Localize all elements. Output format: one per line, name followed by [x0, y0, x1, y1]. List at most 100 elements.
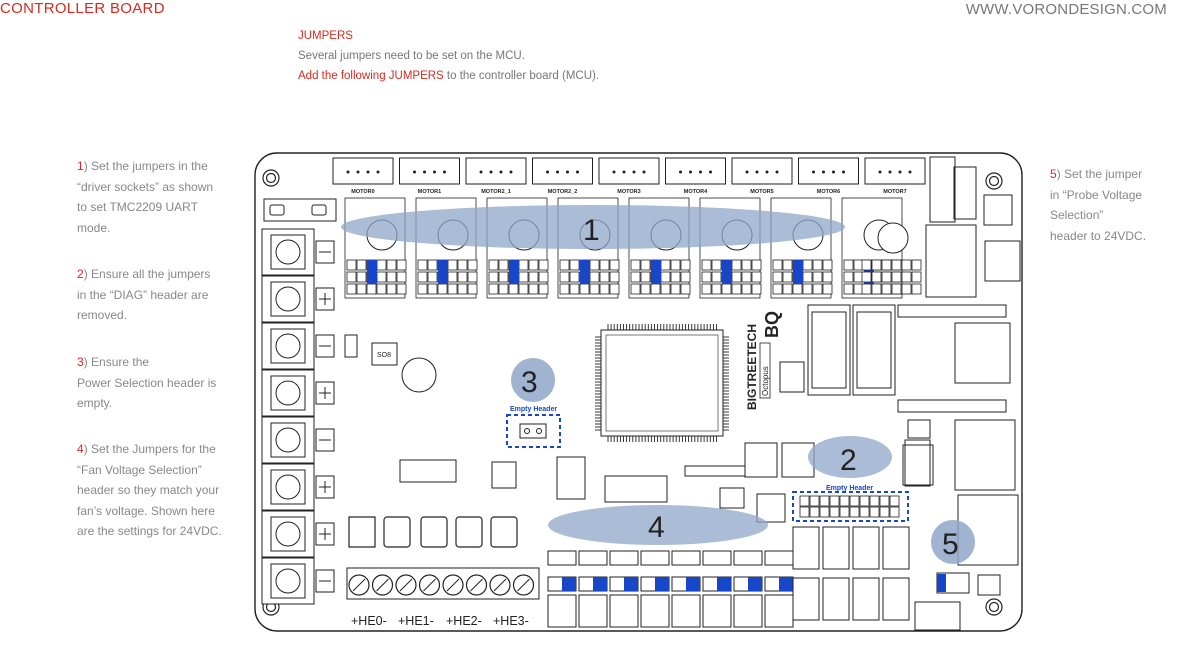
motor-pin	[878, 170, 882, 174]
jumper-pin	[701, 283, 712, 295]
terminal-cell	[261, 369, 315, 417]
marker-2: 2	[840, 444, 857, 477]
jumper-pin	[731, 271, 742, 283]
terminal-screw	[275, 521, 301, 547]
note-4: 4) Set the Jumpers for the “Fan Voltage …	[77, 439, 222, 542]
jumper-pin	[630, 259, 641, 271]
jumper-pin	[660, 271, 671, 283]
terminal-screw-box	[270, 281, 306, 317]
motor-pin	[842, 170, 845, 174]
motor-pin	[755, 170, 759, 174]
motor-pin	[499, 170, 503, 174]
motor-connector	[465, 157, 527, 185]
marker-circle-5	[931, 520, 975, 564]
left-terminal-column	[261, 228, 335, 605]
fan-voltage-header-top	[609, 550, 639, 566]
jumper-pin	[346, 259, 357, 271]
motor-pin	[822, 170, 825, 174]
jumper-pin	[843, 271, 854, 283]
website-url[interactable]: WWW.VORONDESIGN.COM	[965, 1, 1167, 18]
jumper-pin	[528, 283, 539, 295]
jumper-pin	[447, 271, 458, 283]
motor-pin	[566, 170, 569, 174]
fan-voltage-header-top	[640, 550, 670, 566]
jumper-pin	[782, 271, 793, 283]
fan-voltage-header-top	[702, 550, 732, 566]
jumper-pin	[457, 271, 468, 283]
diag-header	[799, 495, 900, 518]
jumper-pin	[701, 271, 712, 283]
note-5-line-4: header to 24VDC.	[1050, 228, 1147, 243]
main-capacitor	[877, 222, 909, 254]
note-4-line-5: are the settings for 24VDC.	[77, 524, 222, 538]
jumper-pin	[589, 283, 600, 295]
jumper-pin	[589, 259, 600, 271]
note-3-line-1: ) Ensure the	[83, 355, 150, 369]
diag-pin	[879, 506, 890, 518]
jumper-pin	[569, 283, 580, 295]
jumper-pin	[518, 271, 529, 283]
jumper-pin	[772, 283, 783, 295]
jumper-pin	[670, 271, 681, 283]
highlight-markers: 1 2 3 4 5	[341, 205, 975, 564]
mounting-holes	[262, 169, 1003, 616]
jumper-pin	[538, 283, 549, 295]
capacitor-left	[401, 357, 437, 393]
jumper-pin	[447, 259, 458, 271]
motor-pin	[556, 170, 559, 174]
motor-pin	[699, 170, 702, 174]
heater-screw-slot	[493, 578, 507, 592]
terminal-screw	[275, 286, 301, 312]
jumper-pin	[538, 271, 549, 283]
motor-label: MOTOR7	[883, 189, 906, 195]
mcu-chip	[595, 324, 729, 442]
jumper-pin	[457, 283, 468, 295]
motor-connector	[332, 157, 394, 185]
intro-line-1: Several jumpers need to be set on the MC…	[298, 50, 525, 62]
diag-pin	[839, 495, 850, 507]
brand-name: BIGTREETECH	[745, 324, 759, 410]
fan-connector	[733, 594, 763, 628]
fan-voltage-header-top	[764, 550, 794, 566]
motor-pin	[898, 170, 902, 174]
jumper-pin	[901, 271, 912, 283]
small-connector	[344, 334, 358, 358]
intro-line-2: Add the following JUMPERS to the control…	[298, 66, 599, 86]
marker-ellipse-1	[341, 205, 845, 249]
fan-headers	[547, 550, 794, 628]
motor-pin	[612, 170, 616, 174]
motor-connector	[532, 157, 593, 185]
note-2-line-3: removed.	[77, 308, 128, 322]
note-5-line-2: in “Probe Voltage	[1050, 187, 1143, 202]
fan-headers-right	[792, 526, 910, 621]
note-4-line-3: header so they match your	[77, 483, 220, 497]
uart-jumper	[651, 260, 661, 284]
jumper-pin	[822, 259, 833, 271]
diag-pin	[859, 495, 870, 507]
jumper-pin	[741, 259, 752, 271]
motor-connector	[399, 157, 460, 185]
jumper-pin	[396, 271, 407, 283]
driver-socket	[344, 197, 406, 299]
jumper-pin	[366, 283, 377, 295]
jumper-pin	[802, 271, 813, 283]
page-section-title: CONTROLLER BOARD	[0, 0, 165, 17]
diag-pin	[849, 506, 860, 518]
terminal-cell	[261, 510, 315, 558]
heater-screw-slot	[517, 578, 530, 592]
motor-pin	[632, 170, 636, 174]
terminal-screw	[275, 333, 301, 359]
note-1-line-2: “driver sockets” as shown	[77, 179, 214, 194]
jumper-pin	[901, 283, 912, 295]
jumper-pin	[609, 271, 620, 283]
heater-screw-slot	[352, 578, 366, 592]
jumper-pin	[396, 259, 407, 271]
motor-pin	[765, 170, 769, 174]
jumper-pin	[488, 259, 499, 271]
motor-pin	[622, 170, 626, 174]
note-1-line-3: to set TMC2209 UART	[77, 200, 198, 214]
note-4-line-1: ) Set the Jumpers for the	[83, 442, 216, 456]
jumper-pin	[812, 283, 823, 295]
jumper-pin	[843, 259, 854, 271]
jumper-pin	[701, 259, 712, 271]
